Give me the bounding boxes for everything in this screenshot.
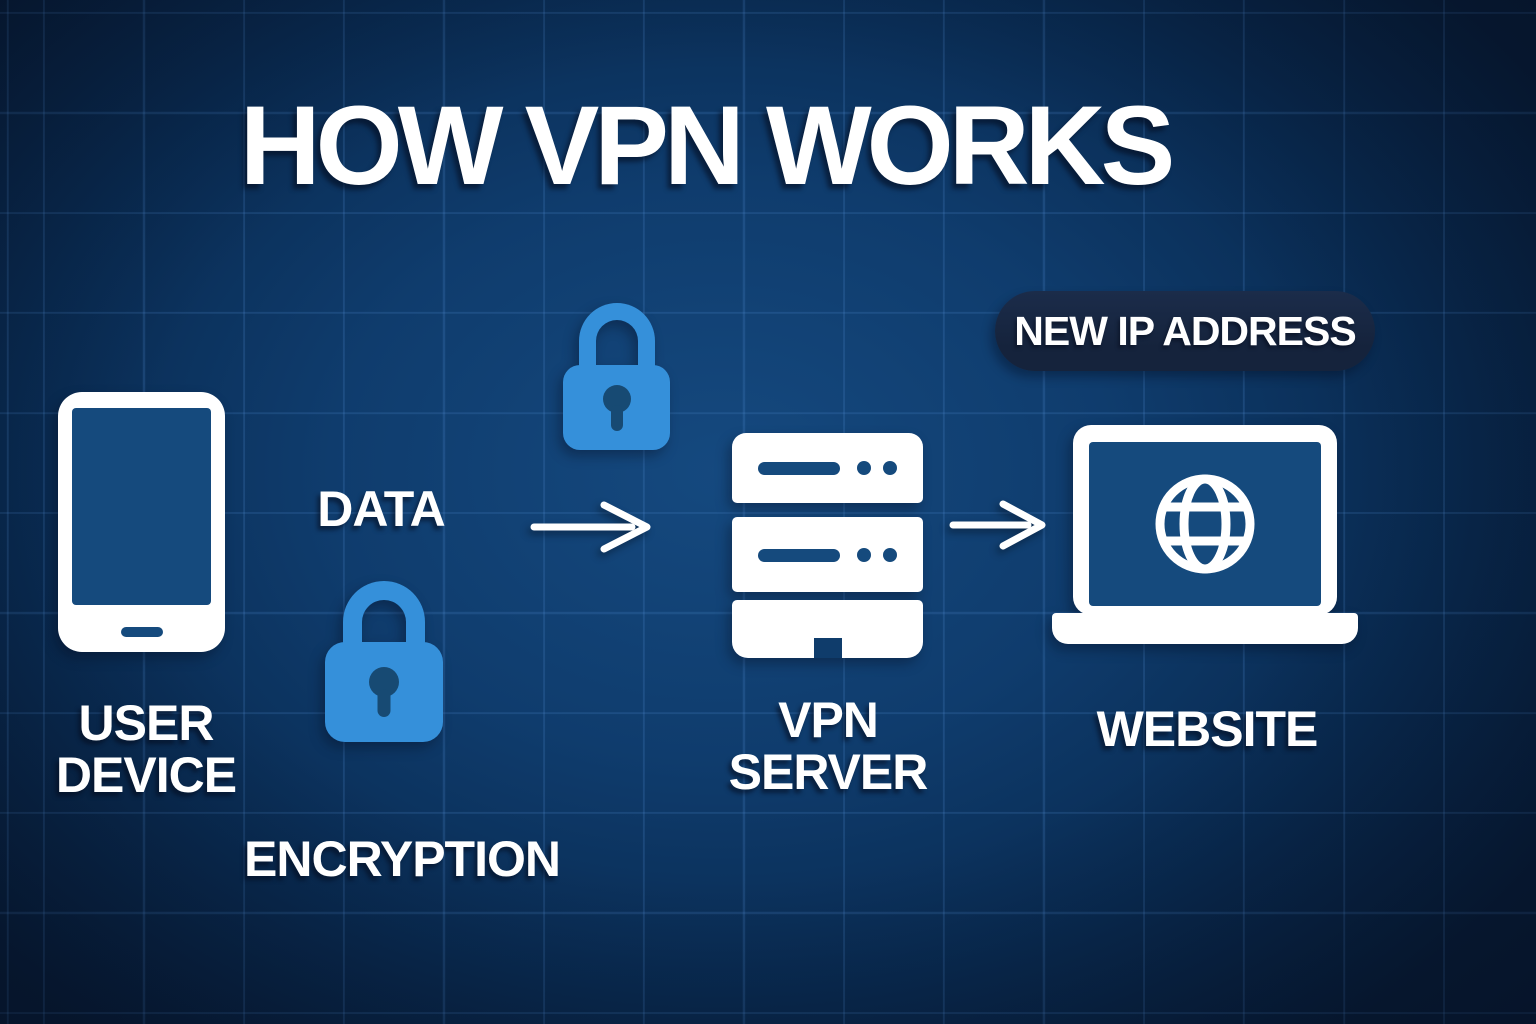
encryption-label: ENCRYPTION — [244, 831, 561, 887]
data-label: DATA — [317, 481, 445, 537]
smartphone-screen — [72, 408, 211, 605]
server-led — [883, 461, 897, 475]
server-unit — [732, 517, 923, 592]
server-base — [732, 600, 923, 658]
new-ip-badge-label: NEW IP ADDRESS — [1014, 307, 1356, 354]
padlock-icon — [325, 581, 443, 742]
server-drive-slot — [758, 462, 840, 475]
laptop-base — [1052, 613, 1358, 644]
arrow-right-icon — [528, 497, 654, 557]
new-ip-badge: NEW IP ADDRESS — [995, 291, 1375, 371]
keyhole-stem — [377, 689, 391, 717]
laptop-screen — [1089, 442, 1321, 606]
server-base-notch — [813, 638, 842, 658]
keyhole-stem — [610, 405, 623, 431]
smartphone-icon — [58, 392, 225, 652]
server-led — [857, 547, 871, 562]
arrow-right-icon — [948, 495, 1048, 555]
server-drive-slot — [758, 548, 840, 562]
padlock-icon — [563, 303, 670, 450]
vpn-server-label: VPN SERVER — [728, 692, 929, 800]
laptop-icon — [1052, 425, 1358, 645]
page-title: HOW VPN WORKS — [239, 83, 1176, 208]
server-led — [883, 547, 897, 562]
globe-icon — [1155, 474, 1255, 574]
server-unit — [732, 433, 923, 503]
user-device-label: USER DEVICE — [55, 695, 237, 803]
smartphone-home-button — [120, 627, 163, 637]
laptop-frame — [1073, 425, 1337, 615]
server-led — [857, 461, 871, 475]
website-label: WEBSITE — [1096, 701, 1319, 757]
server-icon — [732, 433, 923, 658]
